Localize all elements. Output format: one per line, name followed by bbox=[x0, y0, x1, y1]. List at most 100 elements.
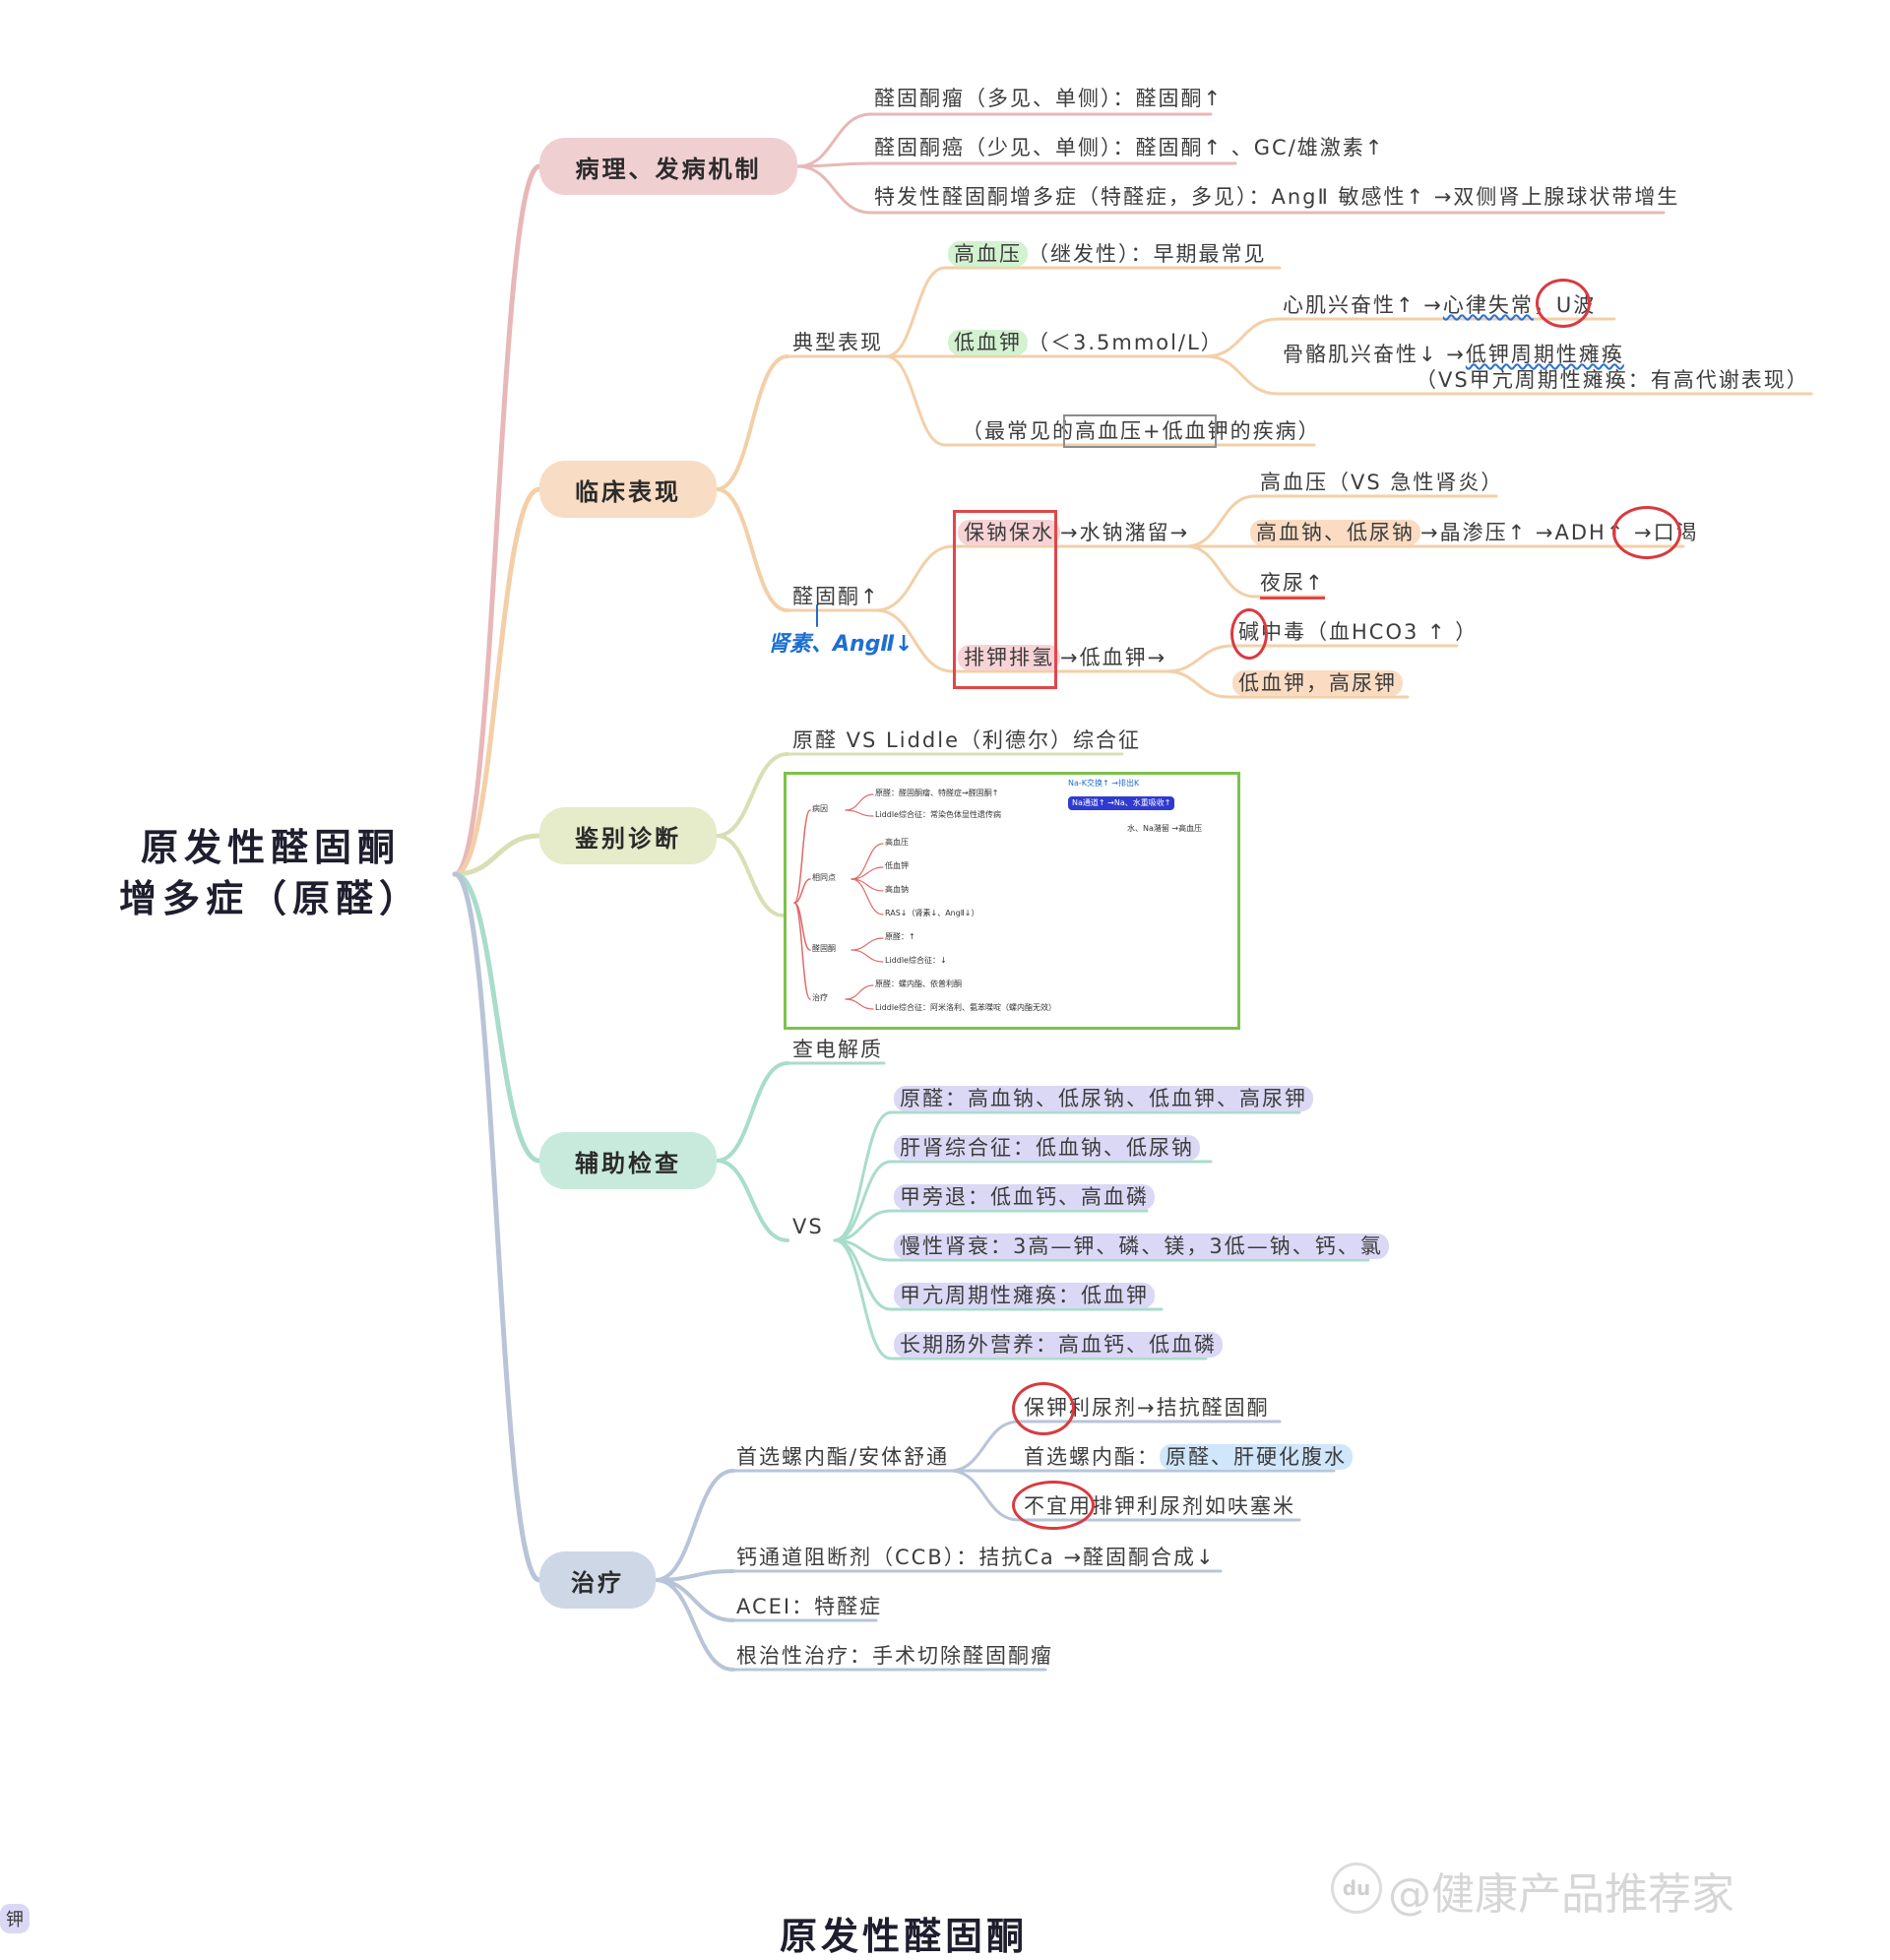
treat-first-choice: 首选螺内酯/安体舒通 bbox=[736, 1445, 950, 1469]
aux-item-6-row: 长期肠外营养：高血钙、低血磷 bbox=[894, 1332, 1223, 1358]
aldo-result-nocturia: 夜尿↑ bbox=[1260, 569, 1325, 600]
aux-item-1-text: ：高血钠、低尿钠、低血钾、高尿钾 bbox=[945, 1087, 1307, 1110]
muscle-vs-note: （VS甲亢周期性瘫痪：有高代谢表现） bbox=[1416, 368, 1809, 392]
thumb-same-1 bbox=[850, 843, 884, 880]
aldo-retain: 保钠保水→水钠潴留→ bbox=[958, 519, 1189, 546]
aux-item-2: 肝肾综合征：低血钠、低尿钠 bbox=[894, 1134, 1200, 1162]
thumb-root-treat bbox=[793, 902, 811, 1000]
retain-to-r1 bbox=[1184, 494, 1257, 548]
aux-item-4: 慢性肾衰：3高—钾、磷、镁，3低—钠、钙、氯 bbox=[894, 1233, 1389, 1260]
thumb-cause-1 bbox=[845, 793, 874, 811]
root-to-clinical bbox=[452, 486, 542, 877]
aldo-result-potassium: 低血钾，高尿钾 bbox=[1232, 669, 1403, 697]
treat-acei: ACEI：特醛症 bbox=[736, 1595, 883, 1618]
clinical-to-aldo bbox=[715, 487, 789, 612]
vs-to-item-1 bbox=[833, 1110, 893, 1242]
first-to-sub3 bbox=[948, 1469, 1021, 1522]
treat-sub-2: 首选螺内酯：原醛、肝硬化腹水 bbox=[1024, 1443, 1353, 1471]
aldo-excrete-text: →低血钾→ bbox=[1060, 646, 1167, 669]
diff-table-thumbnail[interactable]: 病因 原醛：醛固酮瘤、特醛症→醛固酮↑ Liddle综合征：常染色体显性遗传病 … bbox=[784, 772, 1240, 1030]
heart-text-a: 心肌兴奋性↑ → bbox=[1283, 293, 1443, 317]
hypokalemia-to-heart bbox=[1204, 317, 1280, 358]
patho-link-3 bbox=[795, 164, 873, 215]
thumb-treat-2 bbox=[845, 998, 874, 1010]
common-text-b: 高血压+低血钾 bbox=[1075, 419, 1230, 443]
treat-sub-2-text: 首选螺内酯： bbox=[1024, 1445, 1160, 1469]
common-text-c: 的疾病） bbox=[1229, 419, 1321, 443]
thumb-same-1: 高血压 bbox=[885, 838, 909, 847]
treat-to-radical bbox=[654, 1578, 735, 1672]
typical-common-disease: （最常见的高血压+低血钾的疾病） bbox=[962, 417, 1321, 445]
thumb-cause-label: 病因 bbox=[812, 804, 828, 813]
typical-hypokalemia-text: （＜3.5mmol/L） bbox=[1028, 331, 1224, 354]
diff-title: 原醛 VS Liddle（利德尔）综合征 bbox=[792, 728, 1141, 752]
aux-item-1-highlight: 原醛 bbox=[900, 1087, 945, 1110]
aux-item-3: 甲旁退：低血钙、高血磷 bbox=[894, 1183, 1155, 1211]
branch-treatment[interactable]: 治疗 bbox=[539, 1551, 656, 1609]
thumb-aldo-label: 醛固酮 bbox=[812, 944, 836, 953]
retain-to-r3 bbox=[1184, 544, 1257, 599]
typical-hypokalemia: 低血钾（＜3.5mmol/L） bbox=[948, 329, 1224, 356]
thumb-aldo-2: Liddle综合征：↓ bbox=[885, 956, 947, 965]
potassium-sparing-circle bbox=[1012, 1382, 1075, 1435]
treat-ccb: 钙通道阻断剂（CCB）：拮抗Ca →醛固酮合成↓ bbox=[736, 1546, 1216, 1569]
root-to-treatment bbox=[452, 871, 542, 1583]
hypokalemia-muscle: 骨骼肌兴奋性↓ →低钾周期性瘫痪 bbox=[1283, 341, 1624, 368]
typical-hypertension-highlight: 高血压 bbox=[948, 241, 1028, 267]
aux-check: 查电解质 bbox=[792, 1038, 883, 1061]
alkalosis-circle bbox=[1230, 608, 1268, 660]
root-to-pathology bbox=[452, 163, 542, 877]
u-wave-circle bbox=[1536, 279, 1591, 328]
thumb-treat-2: Liddle综合征：阿米洛利、氨苯喋啶（螺内酯无效） bbox=[875, 1003, 1056, 1012]
root-to-differential bbox=[452, 833, 542, 877]
typical-to-hypertension bbox=[884, 266, 947, 358]
thumb-root-same bbox=[793, 878, 811, 904]
aux-item-5-row: 甲亢周期性瘫痪：低血钾 bbox=[894, 1283, 1155, 1308]
thumb-na-k: Na-K交换↑ →排出K bbox=[1068, 779, 1140, 788]
excrete-to-r4 bbox=[1165, 644, 1234, 673]
root-to-auxiliary bbox=[452, 871, 542, 1164]
treat-radical: 根治性治疗：手术切除醛固酮瘤 bbox=[736, 1644, 1053, 1668]
vs-to-item-6 bbox=[833, 1238, 893, 1360]
aux-item-4-row: 慢性肾衰：3高—钾、磷、镁，3低—钠、钙、氯 bbox=[894, 1233, 1389, 1259]
thumb-same-label: 相同点 bbox=[812, 873, 836, 882]
clinical-typical-label: 典型表现 bbox=[792, 331, 883, 354]
branch-auxiliary[interactable]: 辅助检查 bbox=[539, 1132, 717, 1189]
excrete-to-r5 bbox=[1165, 669, 1230, 699]
thirst-circle bbox=[1612, 506, 1681, 559]
aux-item-1-row: 原醛：高血钠、低尿钠、低血钾、高尿钾 bbox=[894, 1086, 1313, 1111]
thumb-same-4 bbox=[850, 878, 884, 916]
aux-item-2-text: ：低血钠、低尿钠 bbox=[1013, 1136, 1194, 1160]
thumb-same-3: 高血钠 bbox=[885, 885, 909, 894]
aldo-excrete: 排钾排氢→低血钾→ bbox=[958, 644, 1166, 671]
aux-item-5-highlight: 甲亢周期性瘫痪 bbox=[900, 1284, 1058, 1307]
aldo-potassium-highlight: 低血钾，高尿钾 bbox=[1232, 670, 1403, 696]
thumb-treat-label: 治疗 bbox=[812, 993, 828, 1002]
heart-arrhythmia: 心律失常 bbox=[1442, 293, 1534, 317]
aldo-to-excrete bbox=[874, 608, 955, 673]
branch-clinical[interactable]: 临床表现 bbox=[539, 461, 717, 518]
treat-to-first bbox=[654, 1469, 735, 1582]
branch-differential[interactable]: 鉴别诊断 bbox=[539, 807, 717, 864]
patho-link-1 bbox=[795, 112, 873, 168]
thumbnail-connectors bbox=[793, 793, 884, 1010]
thumb-root-cause bbox=[793, 809, 811, 904]
aux-to-vs bbox=[715, 1159, 789, 1242]
thumb-cause-2: Liddle综合征：常染色体显性遗传病 bbox=[875, 810, 1001, 819]
not-suitable-circle bbox=[1012, 1481, 1095, 1530]
treat-sub-2-highlight: 原醛、肝硬化腹水 bbox=[1160, 1444, 1353, 1470]
aldo-excrete-highlight: 排钾排氢 bbox=[958, 645, 1060, 670]
watermark-text: @健康产品推荐家 bbox=[1388, 1869, 1734, 1920]
muscle-text-a: 骨骼肌兴奋性↓ → bbox=[1283, 343, 1466, 366]
branch-pathology[interactable]: 病理、发病机制 bbox=[539, 138, 797, 195]
aux-item-3-highlight: 甲旁退 bbox=[900, 1185, 968, 1209]
common-disease-box bbox=[1063, 414, 1217, 448]
thumb-aldo-2 bbox=[850, 949, 884, 963]
aux-item-4-highlight: 慢性肾衰 bbox=[900, 1234, 990, 1258]
aux-item-2-row: 肝肾综合征：低血钠、低尿钠 bbox=[894, 1135, 1200, 1161]
typical-hypertension-text: （继发性）：早期最常见 bbox=[1028, 242, 1267, 266]
aux-item-5-text: ：低血钾 bbox=[1058, 1284, 1149, 1307]
aux-item-4-text: ：3高—钾、磷、镁，3低—钠、钙、氯 bbox=[990, 1234, 1383, 1258]
patho-item-2: 醛固酮癌（少见、单侧）：醛固酮↑ 、GC/雄激素↑ bbox=[874, 136, 1385, 159]
root-title: 原发性醛固酮 增多症（原醛） bbox=[103, 822, 438, 924]
